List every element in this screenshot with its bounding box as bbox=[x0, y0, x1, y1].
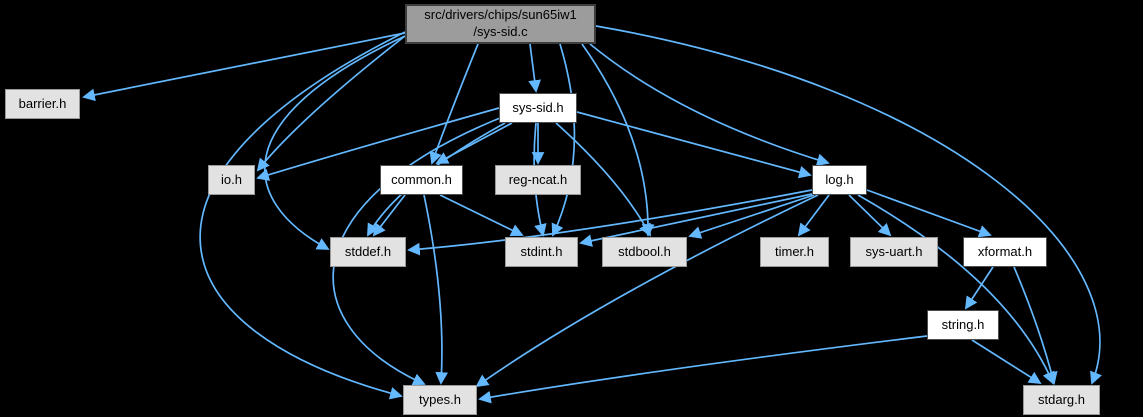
edge-log-sys_uart bbox=[848, 194, 892, 237]
edge-group bbox=[82, 25, 1102, 404]
edge-log-xformat bbox=[866, 189, 992, 238]
edge-root-stdbool bbox=[581, 43, 655, 237]
edge-xformat-stdarg bbox=[1013, 266, 1058, 385]
edge-sys_sid_h-stdbool bbox=[555, 122, 651, 237]
node-sys_uart: sys-uart.h bbox=[850, 237, 938, 267]
node-stddef: stddef.h bbox=[330, 237, 406, 267]
edge-log-timer bbox=[797, 194, 830, 237]
edge-sys_sid_h-log bbox=[576, 111, 812, 179]
edge-root-stdint bbox=[551, 43, 576, 237]
node-io: io.h bbox=[208, 165, 255, 195]
node-sys_sid_h[interactable]: sys-sid.h bbox=[499, 93, 577, 123]
node-types: types.h bbox=[403, 385, 477, 415]
node-stdbool: stdbool.h bbox=[602, 237, 687, 267]
edge-root-stddef bbox=[264, 35, 406, 250]
edge-common-types bbox=[423, 194, 449, 385]
node-xformat[interactable]: xformat.h bbox=[963, 237, 1047, 267]
edge-common-stddef bbox=[372, 194, 406, 237]
edge-root-io bbox=[256, 35, 406, 172]
edge-log-stddef bbox=[407, 189, 813, 256]
edge-string-stdarg bbox=[971, 339, 1042, 385]
edge-common-stdint bbox=[439, 194, 524, 236]
node-string[interactable]: string.h bbox=[927, 310, 999, 340]
node-barrier: barrier.h bbox=[5, 89, 80, 119]
node-stdint: stdint.h bbox=[505, 237, 578, 267]
node-timer: timer.h bbox=[760, 237, 829, 267]
edge-string-types bbox=[478, 335, 928, 404]
edge-log-stdint bbox=[579, 193, 813, 247]
edge-log-stdbool bbox=[688, 194, 815, 239]
edge-root-barrier bbox=[82, 32, 406, 102]
node-root: src/drivers/chips/sun65iw1 /sys-sid.c bbox=[405, 4, 596, 44]
edge-xformat-string bbox=[964, 266, 994, 310]
node-common[interactable]: common.h bbox=[380, 165, 463, 195]
edge-log-types bbox=[475, 194, 819, 388]
edge-root-sys_sid_h bbox=[528, 43, 541, 93]
edge-root-stdarg bbox=[595, 25, 1102, 385]
edge-sys_sid_h-io bbox=[256, 107, 500, 181]
node-log[interactable]: log.h bbox=[812, 165, 867, 195]
edge-root-log bbox=[589, 43, 830, 166]
node-reg_ncat: reg-ncat.h bbox=[495, 165, 581, 195]
edge-root-types bbox=[199, 31, 406, 400]
node-stdarg: stdarg.h bbox=[1023, 385, 1100, 415]
